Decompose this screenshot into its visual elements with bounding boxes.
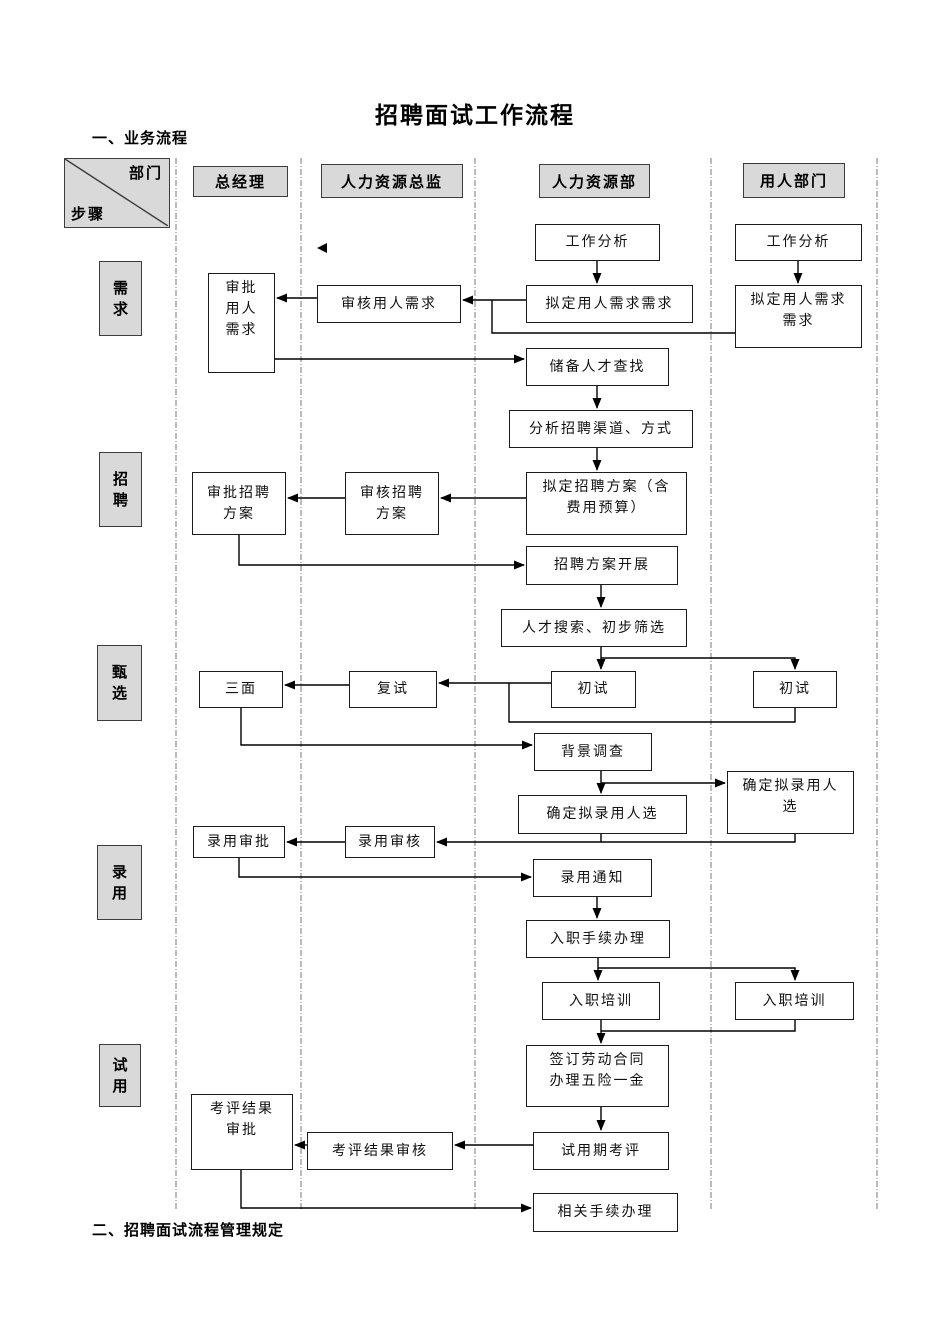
node-third-interview: 三面 — [199, 671, 283, 708]
phase-label-selection: 甄选 — [97, 645, 142, 721]
matrix-corner: 部门 步骤 — [64, 158, 170, 228]
stray-arrowhead-icon — [317, 243, 327, 253]
node-hire-notice: 录用通知 — [533, 859, 652, 897]
node-talent-search: 储备人才查找 — [526, 348, 669, 386]
flow-connector — [491, 300, 735, 334]
node-search-screen: 人才搜索、初步筛选 — [501, 609, 687, 647]
node-hire-review: 录用审核 — [345, 826, 435, 858]
corner-diagonal-line — [65, 159, 168, 226]
node-training-dept: 入职培训 — [735, 982, 854, 1020]
phase-label-text: 招聘 — [112, 470, 128, 509]
flow-arrow — [240, 708, 533, 750]
node-job-analysis-dept: 工作分析 — [735, 224, 862, 261]
node-second-interview: 复试 — [349, 671, 437, 708]
flow-connector — [601, 1020, 796, 1032]
page-title: 招聘面试工作流程 — [375, 102, 575, 128]
phase-label-text: 甄选 — [111, 664, 127, 702]
lane-header-hr-director: 人力资源总监 — [321, 164, 463, 198]
node-review-demand: 审核用人需求 — [317, 285, 461, 323]
node-training-hr: 入职培训 — [542, 982, 660, 1020]
phase-label-text: 需求 — [112, 279, 128, 318]
flow-arrow — [238, 535, 525, 570]
node-plan-execute: 招聘方案开展 — [526, 546, 678, 585]
node-eval-review: 考评结果审核 — [307, 1132, 453, 1170]
node-approve-plan: 审批招聘 方案 — [192, 472, 286, 535]
lane-header-hr-department: 人力资源部 — [539, 164, 650, 198]
flow-arrow — [238, 858, 532, 882]
node-approve-demand: 审批 用人 需求 — [208, 273, 275, 373]
section-business-process: 一、业务流程 — [92, 130, 189, 147]
flow-arrow — [598, 967, 800, 981]
node-final-procedures: 相关手续办理 — [533, 1193, 678, 1232]
flow-arrow — [436, 834, 796, 847]
node-hire-approve: 录用审批 — [193, 826, 285, 858]
flow-arrow — [240, 1170, 532, 1213]
section-management-rules: 二、招聘面试流程管理规定 — [92, 1222, 285, 1239]
corner-label-step: 步骤 — [71, 206, 106, 223]
corner-label-department: 部门 — [128, 165, 163, 182]
node-onboarding: 入职手续办理 — [526, 920, 670, 958]
phase-label-recruit: 招聘 — [99, 452, 142, 527]
phase-label-text: 试用 — [112, 1056, 128, 1095]
flow-connector — [508, 683, 796, 723]
node-draft-demand-dept: 拟定用人需求 需求 — [735, 285, 862, 348]
flow-arrow — [601, 657, 800, 670]
node-confirm-candidates-dept: 确定拟录用人 选 — [727, 771, 854, 834]
node-analyze-channels: 分析招聘渠道、方式 — [509, 410, 693, 448]
lane-header-hiring-department: 用人部门 — [743, 163, 845, 198]
phase-label-probation: 试用 — [99, 1044, 141, 1107]
node-contract: 签订劳动合同 办理五险一金 — [526, 1045, 669, 1107]
node-probation-eval: 试用期考评 — [533, 1132, 669, 1170]
node-review-plan: 审核招聘 方案 — [345, 472, 439, 535]
node-confirm-candidates-hr: 确定拟录用人选 — [518, 795, 687, 834]
node-job-analysis-hr: 工作分析 — [535, 224, 660, 261]
node-eval-approve: 考评结果 审批 — [191, 1094, 293, 1170]
node-draft-demand-hr: 拟定用人需求需求 — [526, 285, 693, 323]
node-draft-plan: 拟定招聘方案（含 费用预算） — [526, 472, 687, 535]
node-background-check: 背景调查 — [534, 733, 652, 771]
phase-label-demand: 需求 — [99, 261, 142, 336]
lane-header-general-manager: 总经理 — [193, 166, 288, 197]
node-first-interview-dept: 初试 — [753, 671, 837, 708]
phase-label-text: 录用 — [111, 863, 127, 902]
phase-label-hiring: 录用 — [97, 845, 142, 920]
node-first-interview-hr: 初试 — [551, 671, 636, 708]
